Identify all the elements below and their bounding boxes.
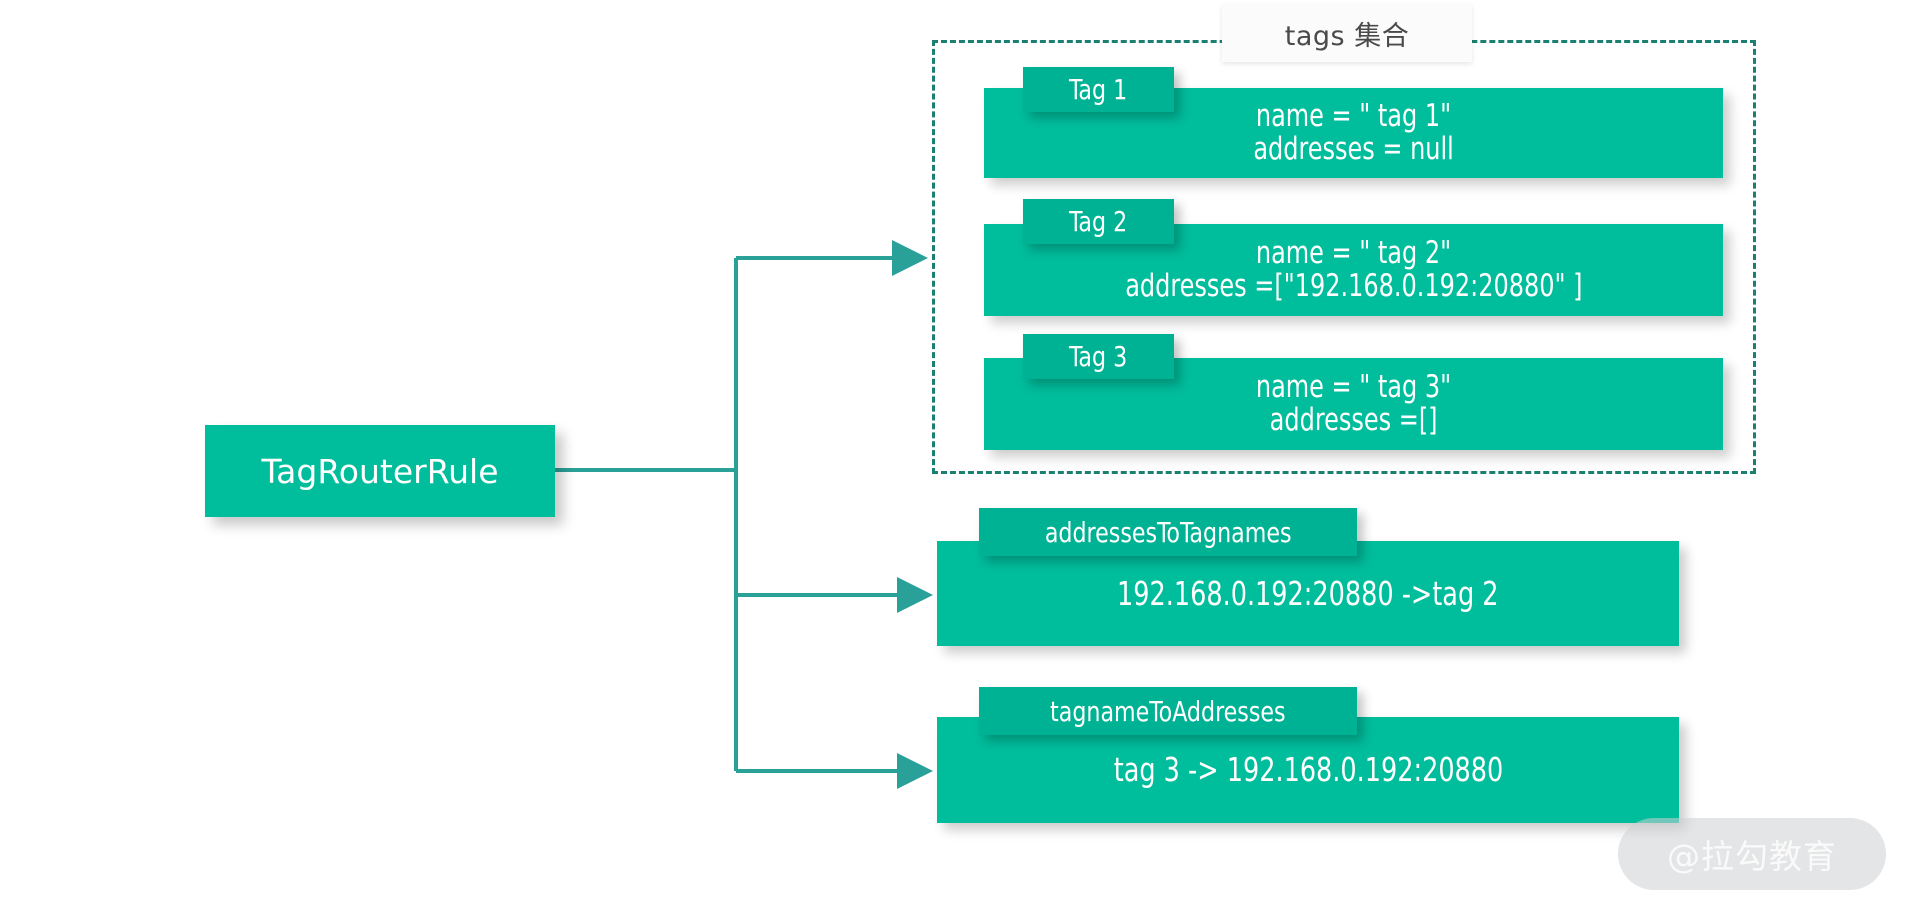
tag-card-3-tab-label: Tag 3 [1069, 340, 1128, 373]
tag-card-1-line-1: name = " tag 1" [1255, 97, 1452, 134]
watermark: @拉勾教育 [1618, 818, 1886, 890]
tag-card-1-tab[interactable]: Tag 1 [1023, 67, 1174, 112]
map-card-tagname-to-addresses-line-1: tag 3 -> 192.168.0.192:20880 [1113, 750, 1503, 790]
tag-card-1-line-2: addresses = null [1253, 131, 1454, 167]
tags-group-title: tags 集合 [1222, 4, 1472, 62]
tag-card-2-line-1: name = " tag 2" [1255, 234, 1452, 271]
map-card-addresses-to-tagnames[interactable]: 192.168.0.192:20880 ->tag 2 [937, 541, 1679, 646]
tag-card-2-tab[interactable]: Tag 2 [1023, 199, 1174, 244]
map-card-addresses-to-tagnames-tab-label: addressesToTagnames [1044, 515, 1292, 549]
map-card-tagname-to-addresses-tab[interactable]: tagnameToAddresses [979, 687, 1357, 735]
tag-card-3-line-1: name = " tag 3" [1255, 368, 1452, 405]
tag-card-2-tab-label: Tag 2 [1069, 205, 1128, 238]
tag-card-3-line-2: addresses =[] [1269, 402, 1438, 438]
map-card-addresses-to-tagnames-line-1: 192.168.0.192:20880 ->tag 2 [1117, 573, 1499, 613]
node-tag-router-rule-label: TagRouterRule [261, 451, 499, 491]
tag-card-2-line-2: addresses =["192.168.0.192:20880" ] [1124, 268, 1583, 304]
tag-card-1-tab-label: Tag 1 [1069, 73, 1128, 106]
map-card-tagname-to-addresses-tab-label: tagnameToAddresses [1050, 694, 1286, 728]
map-card-addresses-to-tagnames-tab[interactable]: addressesToTagnames [979, 508, 1357, 556]
tag-card-3-tab[interactable]: Tag 3 [1023, 334, 1174, 379]
node-tag-router-rule[interactable]: TagRouterRule [205, 425, 555, 517]
